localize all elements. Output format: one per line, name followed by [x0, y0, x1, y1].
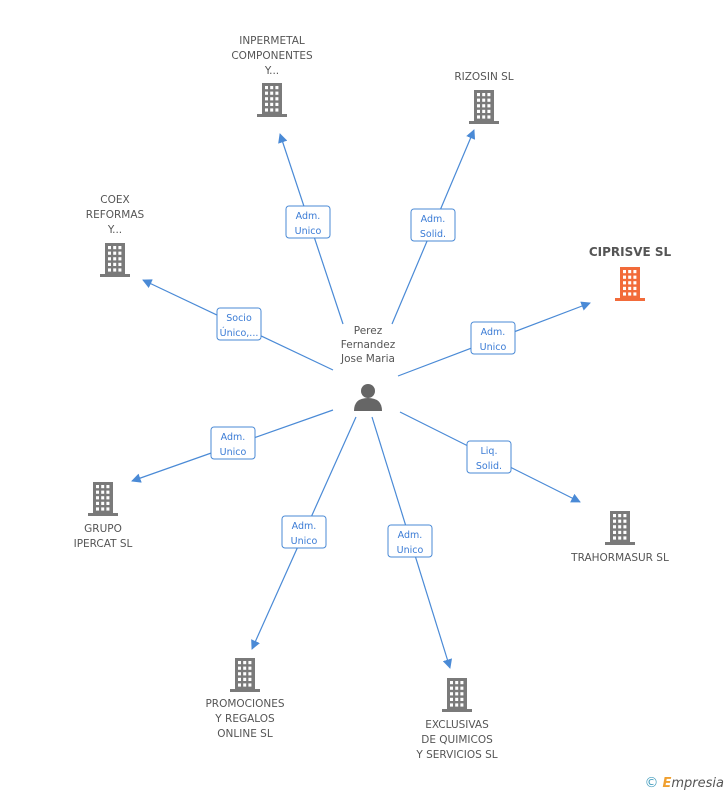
role-badge-box — [281, 515, 327, 549]
role-label-line: Adm. — [421, 214, 446, 225]
building-icon-trahormasur[interactable] — [605, 511, 635, 545]
role-badge-inpermetal[interactable]: Adm. Unico — [285, 205, 331, 239]
role-badge-rizosin[interactable]: Adm. Solid. — [410, 208, 456, 242]
role-badge-trahormasur[interactable]: Liq. Solid. — [466, 440, 512, 474]
company-label-inpermetal: INPERMETAL COMPONENTES Y... — [231, 35, 313, 77]
role-badge-grupo[interactable]: Adm. Unico — [210, 426, 256, 460]
company-label-ciprisve: CIPRISVE SL — [589, 245, 672, 259]
role-label-line: Solid. — [420, 229, 446, 240]
company-label-inpermetal-line: Y... — [264, 65, 279, 77]
role-badge-box — [285, 205, 331, 239]
role-label: Liq. Solid. — [476, 446, 502, 472]
role-label-line: Solid. — [476, 461, 502, 472]
company-label-promociones-line: Y REGALOS — [214, 713, 275, 725]
role-badge-box — [466, 440, 512, 474]
person-icon[interactable] — [354, 384, 382, 411]
building-icon-coex[interactable] — [100, 243, 130, 277]
company-label-inpermetal-line: INPERMETAL — [239, 35, 305, 47]
role-badge-exclusivas[interactable]: Adm. Unico — [387, 524, 433, 558]
role-label-line: Socio — [226, 313, 252, 324]
company-label-coex-line: Y... — [107, 224, 122, 236]
role-badge-box — [387, 524, 433, 558]
role-label-line: Unico — [220, 447, 247, 458]
building-icon-exclusivas[interactable] — [442, 678, 472, 712]
company-label-promociones-line: PROMOCIONES — [205, 698, 284, 710]
company-label-ciprisve-line: CIPRISVE SL — [589, 245, 672, 259]
building-icon-grupo[interactable] — [88, 482, 118, 516]
building-icon-ciprisve[interactable] — [615, 267, 645, 301]
role-badge-box — [210, 426, 256, 460]
copyright-icon: © — [644, 775, 659, 791]
role-badge-box — [410, 208, 456, 242]
company-label-trahormasur: TRAHORMASUR SL — [570, 552, 669, 564]
company-label-trahormasur-line: TRAHORMASUR SL — [570, 552, 669, 564]
company-label-coex-line: REFORMAS — [86, 209, 145, 221]
role-badge-ciprisve[interactable]: Adm. Unico — [470, 321, 516, 355]
role-label-line: Adm. — [221, 432, 246, 443]
company-label-exclusivas: EXCLUSIVAS DE QUIMICOS Y SERVICIOS SL — [415, 719, 497, 761]
company-label-coex-line: COEX — [100, 194, 129, 206]
role-label: Adm. Unico — [295, 211, 322, 237]
building-icon-promociones[interactable] — [230, 658, 260, 692]
role-label: Adm. Unico — [291, 521, 318, 547]
company-label-grupo: GRUPO IPERCAT SL — [74, 523, 133, 550]
company-label-exclusivas-line: DE QUIMICOS — [421, 734, 493, 746]
building-icon-rizosin[interactable] — [469, 90, 499, 124]
company-label-exclusivas-line: EXCLUSIVAS — [425, 719, 489, 731]
company-label-grupo-line: GRUPO — [84, 523, 122, 535]
role-label: Adm. Solid. — [420, 214, 446, 240]
company-label-coex: COEX REFORMAS Y... — [86, 194, 145, 236]
role-label-line: Unico — [291, 536, 318, 547]
role-label: Adm. Unico — [220, 432, 247, 458]
role-badge-box — [216, 307, 262, 341]
role-label-line: Adm. — [292, 521, 317, 532]
role-label-line: Adm. — [481, 327, 506, 338]
role-badge-promociones[interactable]: Adm. Unico — [281, 515, 327, 549]
person-name-line: Jose Maria — [340, 353, 395, 365]
company-label-exclusivas-line: Y SERVICIOS SL — [415, 749, 497, 761]
person-name-line: Fernandez — [341, 339, 396, 351]
company-label-grupo-line: IPERCAT SL — [74, 538, 133, 550]
role-label: Adm. Unico — [397, 530, 424, 556]
role-label-line: Unico — [397, 545, 424, 556]
company-label-promociones: PROMOCIONES Y REGALOS ONLINE SL — [205, 698, 284, 740]
person-name-line: Perez — [354, 325, 383, 337]
brand-logo: Empresia — [662, 776, 725, 791]
company-label-rizosin-line: RIZOSIN SL — [454, 71, 513, 83]
role-label-line: Unico — [295, 226, 322, 237]
role-label-line: Adm. — [296, 211, 321, 222]
role-label-line: Liq. — [481, 446, 498, 457]
role-label: Adm. Unico — [480, 327, 507, 353]
company-label-promociones-line: ONLINE SL — [217, 728, 273, 740]
building-icon-inpermetal[interactable] — [257, 83, 287, 117]
role-label-line: Adm. — [398, 530, 423, 541]
company-label-rizosin: RIZOSIN SL — [454, 71, 513, 83]
footer-brand: ©Empresia — [645, 775, 725, 791]
role-label-line: Unico — [480, 342, 507, 353]
role-badge-box — [470, 321, 516, 355]
role-label-line: Único,... — [220, 327, 259, 339]
company-label-inpermetal-line: COMPONENTES — [231, 50, 313, 62]
